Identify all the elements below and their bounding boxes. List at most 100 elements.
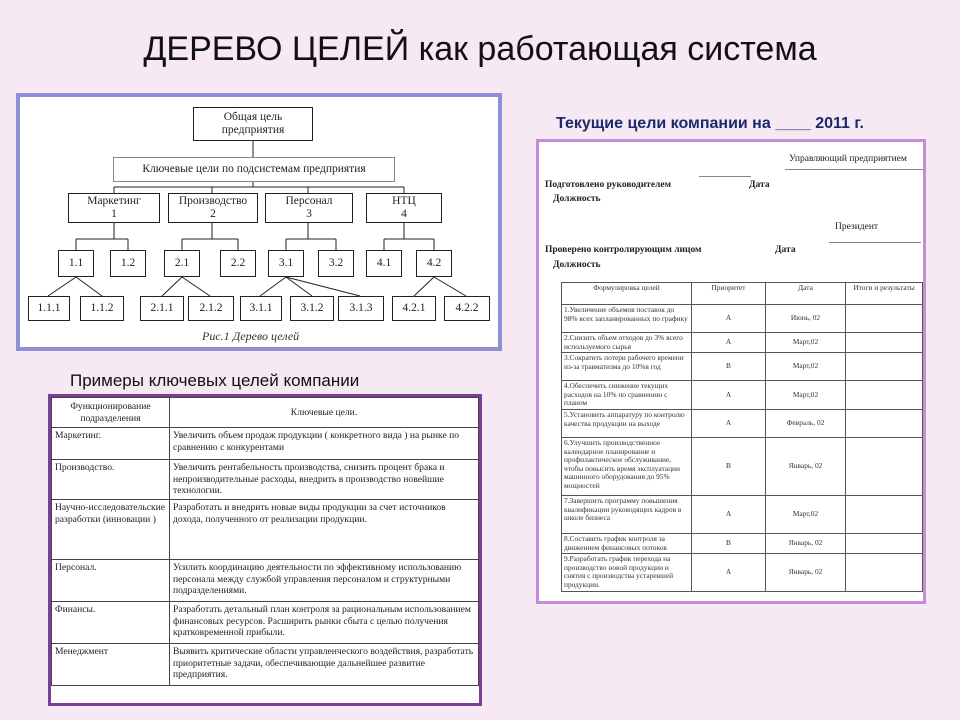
- goal-cell: 3.Сократить потери рабочего времени из-з…: [561, 352, 692, 382]
- tree-node-label: НТЦ: [392, 195, 416, 207]
- date-cell: Январь, 02: [765, 553, 846, 593]
- date-cell: Март,02: [765, 380, 846, 410]
- goal-tree-figure: Общая цель предприятия Ключевые цели по …: [16, 93, 502, 351]
- table-row: 2.Снизить объем отходов до 3% всего испо…: [561, 331, 923, 354]
- tree-node-number: 4: [401, 208, 407, 220]
- goal-cell: 7.Завершить программу повышения квалифик…: [561, 494, 692, 534]
- checked-date-label: Дата: [775, 245, 796, 255]
- date-cell: Январь, 02: [765, 436, 846, 496]
- date-cell: Февраль, 02: [765, 408, 846, 438]
- department-cell: Маркетинг.: [51, 427, 170, 460]
- goal-cell: 1.Увеличение объемов поставок до 98% все…: [561, 304, 692, 333]
- results-cell: [845, 494, 923, 534]
- table-row: 1.Увеличение объемов поставок до 98% все…: [561, 304, 923, 333]
- results-cell: [845, 331, 923, 354]
- department-cell: Производство.: [51, 459, 170, 500]
- tree-caption: Рис.1 Дерево целей: [202, 329, 300, 343]
- goal-cell: Разработать и внедрить новые виды продук…: [169, 499, 479, 560]
- tree-node-l2: 4.1: [366, 250, 402, 277]
- tree-node-l3: 2.1.1: [140, 296, 184, 321]
- date-cell: Январь, 02: [765, 532, 846, 555]
- department-cell: Персонал.: [51, 559, 170, 602]
- key-goals-table-panel: Функционирование подразделения Ключевые …: [48, 394, 482, 706]
- results-cell: [845, 436, 923, 496]
- table-row: Менеджмент Выявить критические области у…: [51, 643, 479, 686]
- goal-cell: Увеличить рентабельность производства, с…: [169, 459, 479, 500]
- tree-node-personnel: Персонал 3: [265, 193, 353, 223]
- goal-cell: 2.Снизить объем отходов до 3% всего испо…: [561, 331, 692, 354]
- current-goals-title: Текущие цели компании на ____ 2011 г.: [556, 115, 864, 132]
- signature-line: [829, 242, 921, 243]
- tree-node-ntc: НТЦ 4: [366, 193, 442, 223]
- date-cell: Июнь, 02: [765, 304, 846, 333]
- department-cell: Менеджмент: [51, 643, 170, 686]
- tree-node-number: 1: [111, 208, 117, 220]
- col-header-priority: Приоритет: [691, 282, 766, 305]
- col-header-goal: Формулировка целей: [561, 282, 692, 305]
- checked-label: Проверено контролирующим лицом: [545, 245, 702, 255]
- goal-cell: Выявить критические области управленческ…: [169, 643, 479, 686]
- tree-node-l3: 3.1.2: [290, 296, 334, 321]
- goal-cell: 8.Составить график контроля за движением…: [561, 532, 692, 555]
- tree-node-l2: 2.1: [164, 250, 200, 277]
- goal-cell: Разработать детальный план контроля за р…: [169, 601, 479, 644]
- tree-node-l3: 1.1.1: [28, 296, 70, 321]
- tree-node-l2: 4.2: [416, 250, 452, 277]
- priority-cell: B: [691, 352, 766, 382]
- tree-key-goals-box: Ключевые цели по подсистемам предприятия: [113, 157, 395, 182]
- department-cell: Финансы.: [51, 601, 170, 644]
- manager-label: Управляющий предприятием: [789, 154, 907, 164]
- key-goals-table: Функционирование подразделения Ключевые …: [51, 397, 479, 686]
- tree-node-l2: 3.2: [318, 250, 354, 277]
- priority-cell: B: [691, 532, 766, 555]
- tree-node-label: Маркетинг: [87, 195, 141, 207]
- goal-cell: 4.Обеспечить снижение текущих расходов н…: [561, 380, 692, 410]
- prepared-date-label: Дата: [749, 180, 770, 190]
- current-goals-form: Управляющий предприятием Подготовлено ру…: [536, 139, 926, 604]
- date-cell: Март,02: [765, 494, 846, 534]
- table-row: 4.Обеспечить снижение текущих расходов н…: [561, 380, 923, 410]
- priority-cell: A: [691, 331, 766, 354]
- results-cell: [845, 408, 923, 438]
- department-cell: Научно-исследовательские разработки (инн…: [51, 499, 170, 560]
- tree-node-l2: 1.1: [58, 250, 94, 277]
- tree-root-line2: предприятия: [221, 124, 285, 136]
- slide-title: ДЕРЕВО ЦЕЛЕЙ как работающая система: [143, 30, 817, 68]
- table-row: 5.Установить аппаратуру по контролю каче…: [561, 408, 923, 438]
- tree-node-l3: 3.1.1: [240, 296, 282, 321]
- tree-node-l3: 4.2.1: [392, 296, 436, 321]
- president-label: Президент: [835, 222, 879, 232]
- tree-node-l3: 4.2.2: [444, 296, 490, 321]
- table-row: Финансы. Разработать детальный план конт…: [51, 601, 479, 644]
- results-cell: [845, 532, 923, 555]
- current-goals-table: Формулировка целей Приоритет Дата Итоги …: [561, 282, 923, 593]
- priority-cell: A: [691, 380, 766, 410]
- tree-node-label: Производство: [178, 195, 248, 207]
- tree-key-goals-label: Ключевые цели по подсистемам предприятия: [142, 163, 366, 175]
- tree-connectors: [47, 141, 467, 297]
- results-cell: [845, 352, 923, 382]
- signature-line: [699, 176, 751, 177]
- prepared-position-label: Должность: [553, 194, 601, 204]
- goal-cell: Усилить координацию деятельности по эффе…: [169, 559, 479, 602]
- tree-node-l3: 1.1.2: [80, 296, 124, 321]
- tree-node-l2: 1.2: [110, 250, 146, 277]
- col-header-results: Итоги и результаты: [845, 282, 923, 305]
- tree-node-l2: 3.1: [268, 250, 304, 277]
- tree-node-number: 3: [306, 208, 312, 220]
- table-row: 3.Сократить потери рабочего времени из-з…: [561, 352, 923, 382]
- priority-cell: A: [691, 553, 766, 593]
- date-cell: Март,02: [765, 331, 846, 354]
- table-row: 9.Разработать график перехода на произво…: [561, 553, 923, 593]
- date-cell: Март,02: [765, 352, 846, 382]
- tree-node-l3: 2.1.2: [188, 296, 234, 321]
- col-header-date: Дата: [765, 282, 846, 305]
- tree-node-label: Персонал: [285, 195, 333, 207]
- col-header-key-goals: Ключевые цели.: [169, 397, 479, 428]
- table-row: 8.Составить график контроля за движением…: [561, 532, 923, 555]
- table-row: Научно-исследовательские разработки (инн…: [51, 499, 479, 560]
- priority-cell: A: [691, 304, 766, 333]
- table-row: 6.Улучшить производственное календарное …: [561, 436, 923, 496]
- priority-cell: B: [691, 436, 766, 496]
- prepared-label: Подготовлено руководителем: [545, 180, 672, 190]
